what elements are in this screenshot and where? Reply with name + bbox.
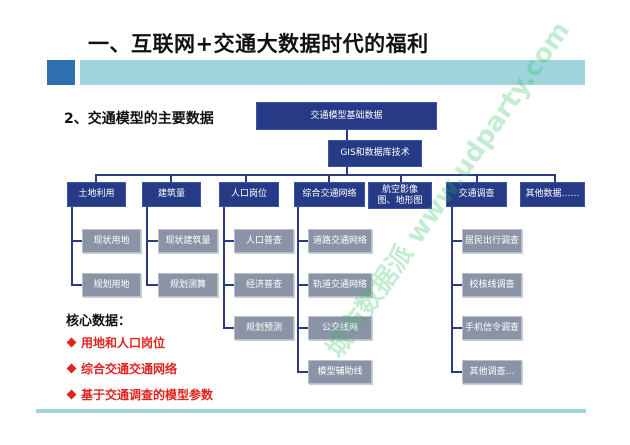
core-data-title: 核心数据： (66, 314, 132, 329)
branch-network (297, 207, 299, 373)
tick-population-2 (223, 284, 234, 286)
connector-drop-2 (170, 174, 172, 182)
leaf-screenline-survey: 校核线调查 (462, 273, 522, 297)
category-network: 综合交通网络 (294, 182, 365, 207)
branch-population (223, 207, 225, 329)
tick-network-3 (297, 327, 308, 329)
tick-building-2 (146, 284, 158, 286)
leaf-census: 人口普查 (234, 229, 294, 253)
connector-drop-5 (400, 174, 402, 182)
title-accent-square (47, 60, 75, 85)
leaf-economic-census: 经济普查 (234, 273, 294, 297)
leaf-planned-building: 规划测算 (158, 273, 218, 297)
leaf-other-survey: 其他调查… (462, 360, 522, 384)
core-item-text: 综合交通交通网络 (81, 362, 178, 376)
connector-category-bus (95, 174, 556, 176)
tick-building-1 (146, 240, 158, 242)
leaf-rail-network: 轨道交通网络 (308, 273, 372, 297)
branch-survey (451, 207, 453, 373)
category-other: 其他数据…… (520, 182, 585, 207)
tick-survey-1 (451, 240, 462, 242)
leaf-current-land: 现状用地 (82, 229, 141, 253)
category-building: 建筑量 (142, 182, 201, 207)
tick-survey-2 (451, 284, 462, 286)
core-item-3: 基于交通调查的模型参数 (66, 386, 214, 403)
category-population: 人口岗位 (219, 182, 279, 207)
tech-node: GIS和数据库技术 (328, 140, 422, 167)
core-item-text: 用地和人口岗位 (81, 336, 166, 350)
tick-survey-4 (451, 371, 462, 373)
leaf-road-network: 道路交通网络 (308, 229, 372, 253)
category-survey: 交通调查 (446, 182, 507, 207)
leaf-auxiliary-lines: 模型辅助线 (308, 360, 372, 384)
connector-tech-to-bus (346, 167, 348, 175)
core-item-text: 基于交通调查的模型参数 (81, 388, 214, 402)
tick-land-1 (71, 240, 82, 242)
connector-drop-1 (95, 174, 97, 182)
diamond-bullet-icon (66, 363, 77, 374)
footer-band (36, 409, 586, 413)
tick-population-3 (223, 327, 234, 329)
title-band (80, 60, 585, 85)
connector-drop-6 (476, 174, 478, 182)
core-item-1: 用地和人口岗位 (66, 334, 166, 351)
branch-building (146, 207, 148, 286)
tick-network-1 (297, 240, 308, 242)
root-node: 交通模型基础数据 (256, 102, 437, 130)
leaf-mobile-signal-survey: 手机信令调查 (462, 316, 522, 340)
leaf-household-survey: 居民出行调查 (462, 229, 522, 253)
category-imagery: 航空影像图、地形图 (368, 182, 432, 209)
connector-drop-4 (328, 174, 330, 182)
diamond-bullet-icon (66, 337, 77, 348)
connector-drop-3 (245, 174, 247, 182)
leaf-projection: 规划预测 (234, 316, 294, 340)
section-subtitle: 2、交通模型的主要数据 (64, 111, 214, 127)
leaf-bus-network: 公交线网 (308, 316, 372, 340)
diamond-bullet-icon (66, 389, 77, 400)
connector-drop-7 (554, 174, 556, 182)
branch-land (71, 207, 73, 286)
tick-land-2 (71, 284, 82, 286)
core-item-2: 综合交通交通网络 (66, 360, 178, 377)
category-land-use: 土地利用 (67, 182, 126, 207)
leaf-planned-land: 规划用地 (82, 273, 141, 297)
page-title: 一、互联网+交通大数据时代的福利 (88, 32, 429, 56)
tick-population-1 (223, 240, 234, 242)
connector-root-to-tech (346, 130, 348, 140)
tick-survey-3 (451, 327, 462, 329)
leaf-current-building: 现状建筑量 (158, 229, 218, 253)
tick-network-2 (297, 284, 308, 286)
tick-network-4 (297, 371, 308, 373)
